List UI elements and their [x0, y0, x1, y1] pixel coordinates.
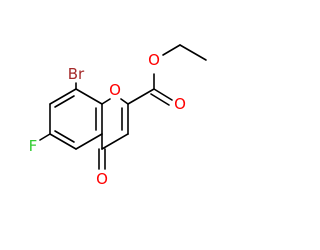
bond-c-ester-o-carbonyl-b [150, 93, 170, 106]
atom-o-ester-carbonyl-label: O [174, 95, 186, 113]
atom-f-label: F [29, 137, 38, 155]
bond-c7-c8-inner [54, 95, 75, 108]
bond-o-ether-ch2 [162, 44, 181, 56]
atom-o-ketone-label: O [96, 170, 108, 188]
bond-c8a-o1 [101, 98, 111, 105]
bond-c-ester-o-carbonyl-a [153, 88, 173, 101]
bond-c4a-c5 [75, 133, 103, 150]
atom-o-ester-ether-label: O [148, 51, 160, 69]
bond-c6-f [39, 133, 51, 141]
bond-c7-c8 [49, 88, 77, 105]
structure-diagram: Br O O O F O [28, 44, 207, 188]
atom-br-label: Br [68, 65, 85, 83]
bond-ch2-ch3 [179, 44, 207, 61]
bond-c3-c4 [101, 133, 129, 150]
bond-o1-c2 [120, 98, 129, 105]
bond-c8-c8a [75, 88, 103, 105]
bond-c5-c6 [49, 133, 77, 150]
molecule-drawing: Br O O O F O [29, 44, 207, 188]
bond-c2-c-ester [127, 88, 155, 105]
atom-o1-label: O [109, 81, 121, 99]
bond-c5-c6-inner [54, 130, 75, 143]
